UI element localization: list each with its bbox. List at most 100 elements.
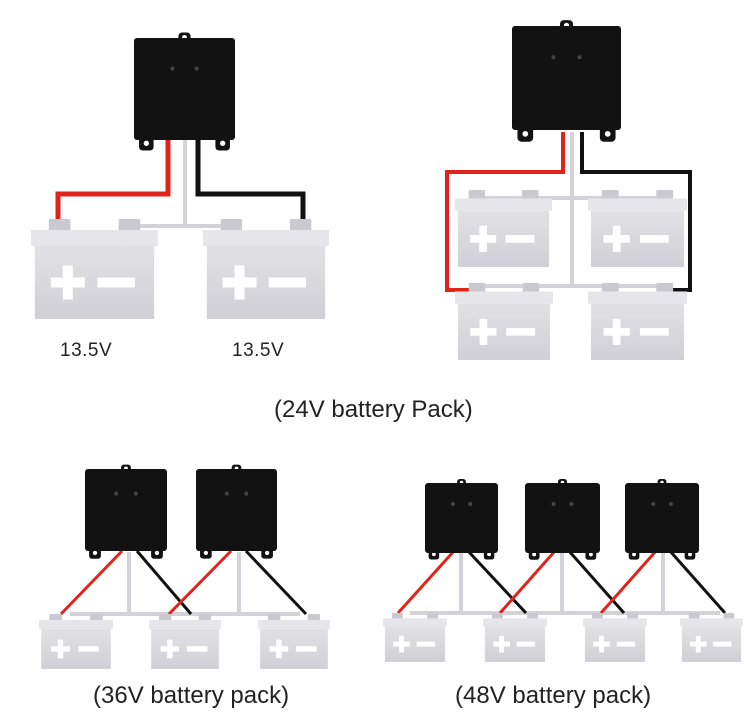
balancer-module [525,478,600,560]
mount-hole-right [220,140,226,146]
indicator-led [468,502,473,506]
plus-symbol-vertical [612,318,621,345]
indicator-led [170,66,175,71]
battery-lid [39,620,113,629]
positive-wire [55,138,171,222]
battery [203,219,329,319]
battery [583,613,647,662]
mount-hole-left [632,552,636,557]
battery-terminal-negative [522,283,540,294]
balancer-body [196,469,277,551]
mount-hole-left [532,552,537,557]
indicator-led [224,491,229,496]
indicator-led [577,55,582,60]
negative-wire [195,138,306,222]
battery-terminal-negative [198,614,211,623]
positive-wire [599,550,658,614]
battery-lid [680,618,743,627]
caption-24v-pack: (24V battery Pack) [274,396,473,423]
indicator-led [450,502,455,506]
balancer-body [134,38,235,140]
battery [149,614,221,669]
minus-symbol [639,235,669,243]
minus-symbol [268,277,307,288]
plus-symbol-vertical [695,635,701,653]
minus-symbol [78,646,99,652]
negative-wire [567,550,626,614]
indicator-led [244,491,249,496]
indicator-led [114,491,119,496]
balancer-module [196,464,277,559]
battery [39,614,113,669]
balancer-body [512,26,621,130]
indicator-led [668,502,673,506]
minus-symbol [505,235,535,243]
battery-lid [455,291,553,304]
indicator-led [651,502,656,506]
plus-symbol-vertical [399,635,405,653]
negative-wire [135,550,193,615]
balancer-body [625,483,699,553]
minus-symbol [516,641,536,647]
plus-symbol-vertical [612,225,621,252]
battery-terminal-positive [468,283,486,294]
battery-lid [583,618,647,627]
indicator-led [569,502,574,506]
signal-wires [55,132,727,616]
minus-symbol [186,646,208,652]
minus-symbol [639,328,669,336]
batteries [31,190,743,669]
battery-terminal-negative [289,219,312,232]
balancers [85,20,699,560]
battery-lid [483,618,547,627]
battery-lid [258,620,330,629]
battery-lid [203,230,329,246]
minus-symbol [295,646,317,652]
voltage-label-left: 13.5V [60,340,113,361]
balancer-body [525,483,600,553]
battery-terminal-negative [90,614,103,623]
battery [383,613,447,662]
battery-terminal-negative [656,283,674,294]
bus-wires [70,132,720,616]
plus-symbol-vertical [167,639,173,659]
voltage-label-right: 13.5V [232,340,285,361]
positive-wire [445,132,565,292]
balancer-module [134,32,235,151]
balancer-body [425,483,498,553]
battery-lid [149,620,221,629]
plus-symbol-vertical [234,265,245,300]
battery-terminal-positive [601,190,619,201]
mount-hole-right [154,550,160,556]
mount-hole-right [688,552,692,557]
battery-terminal-positive [159,614,172,623]
mount-hole-right [604,130,611,137]
minus-symbol [506,328,536,336]
mount-hole-right [588,552,593,557]
mount-hole-left [431,552,436,557]
indicator-led [551,502,556,506]
indicator-led [133,491,138,496]
negative-wire [668,550,727,614]
battery [483,613,547,662]
battery [455,190,552,267]
balancer-module [625,479,699,560]
battery-terminal-positive [268,614,281,623]
balancer-module [85,464,167,559]
battery-terminal-negative [307,614,320,623]
positive-wire [167,549,233,616]
battery [31,219,158,319]
minus-symbol [416,641,436,647]
battery-lid [455,198,552,211]
positive-wire [59,549,124,616]
caption-48v-pack: (48V battery pack) [455,682,652,709]
positive-wire [396,549,456,615]
battery [258,614,330,669]
battery-lid [383,618,447,627]
battery-terminal-positive [601,283,619,294]
negative-wire [466,549,528,615]
plus-symbol-vertical [479,225,487,252]
mount-hole-left [143,140,149,146]
mount-hole-left [203,550,209,555]
